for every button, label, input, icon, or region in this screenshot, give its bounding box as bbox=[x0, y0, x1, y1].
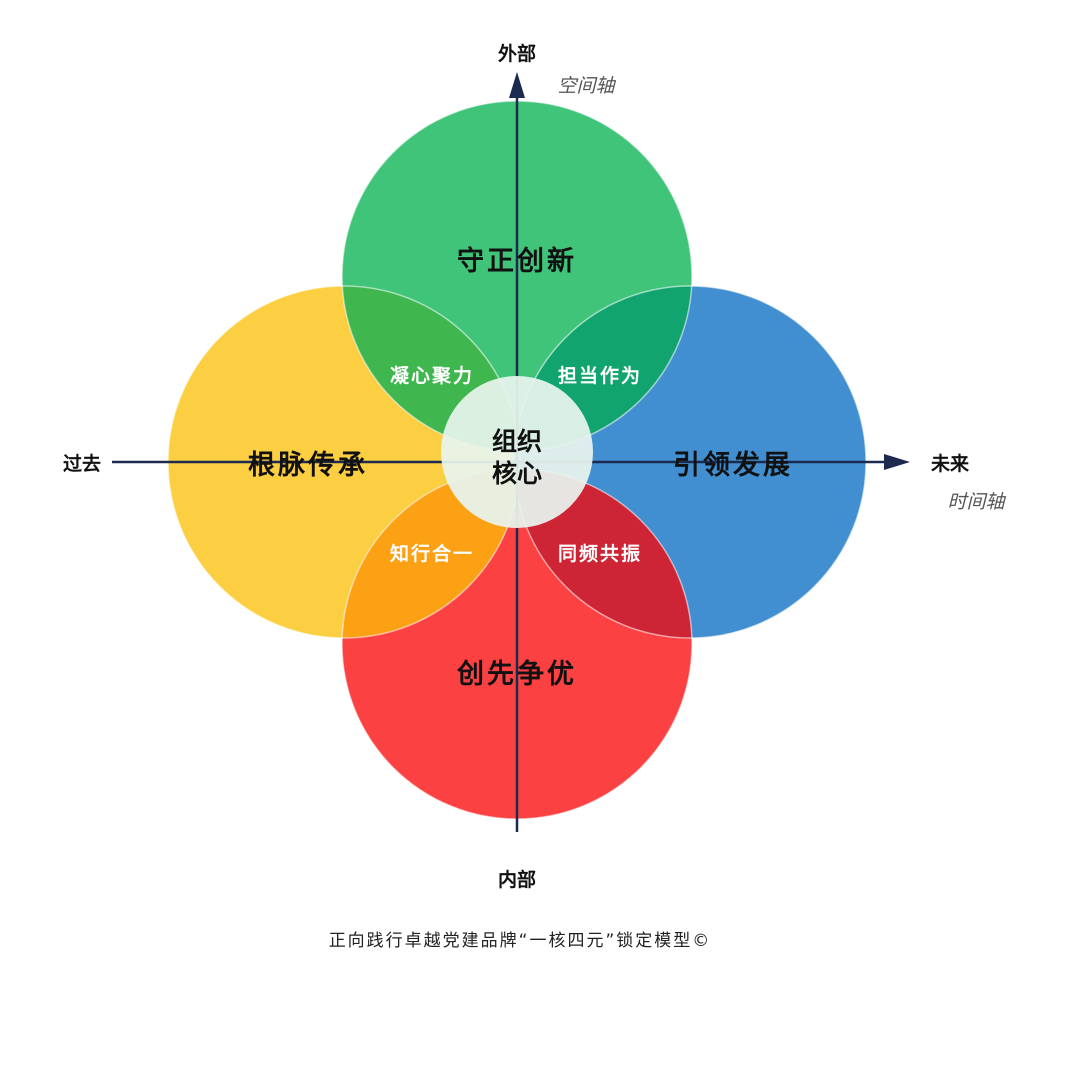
axis-name-space: 空间轴 bbox=[557, 75, 616, 97]
core-label-line1: 组织 bbox=[492, 427, 542, 456]
core-circle bbox=[441, 376, 593, 528]
label-bottom-right: 同频共振 bbox=[558, 542, 642, 565]
axis-label-inner: 内部 bbox=[498, 868, 536, 891]
overlap-bottom-left bbox=[342, 469, 520, 638]
axis-label-future: 未来 bbox=[930, 452, 969, 475]
label-left: 根脉传承 bbox=[248, 450, 368, 481]
label-right: 引领发展 bbox=[673, 449, 793, 481]
axis-label-past: 过去 bbox=[63, 452, 101, 475]
horizontal-axis-arrow-icon bbox=[884, 454, 910, 470]
vertical-axis-arrow-icon bbox=[509, 72, 525, 98]
label-top-right: 担当作为 bbox=[558, 364, 642, 387]
overlap-top-right bbox=[514, 286, 692, 451]
axis-label-outer: 外部 bbox=[498, 42, 536, 65]
label-top: 守正创新 bbox=[457, 245, 577, 277]
core-label-line2: 核心 bbox=[492, 459, 542, 488]
overlap-bottom-right bbox=[514, 469, 692, 638]
diagram-caption: 正向践行卓越党建品牌“一核四元”锁定模型© bbox=[329, 931, 712, 951]
label-bottom: 创先争优 bbox=[456, 659, 577, 690]
overlap-top-left bbox=[342, 286, 520, 451]
label-top-left: 凝心聚力 bbox=[390, 364, 474, 387]
label-bottom-left: 知行合一 bbox=[390, 542, 474, 565]
axis-name-time: 时间轴 bbox=[947, 491, 1006, 513]
